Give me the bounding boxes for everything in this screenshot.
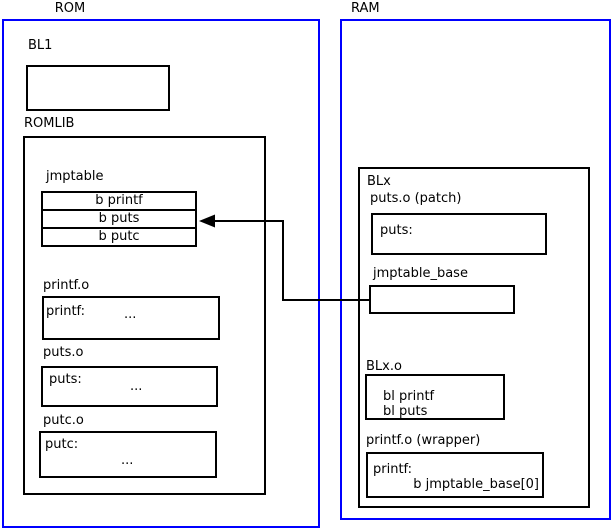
romlib-label: ROMLIB [24, 116, 75, 131]
printf-symbol: printf: [46, 304, 86, 319]
printf-wrapper-box: printf: b jmptable_base[0] [366, 452, 544, 498]
putc-symbol: putc: [45, 437, 79, 452]
romlib-box: jmptable b printf b puts b putc printf.o… [23, 136, 266, 495]
jmptable-label: jmptable [46, 169, 104, 184]
jmptable-entry-printf: b printf [41, 191, 197, 211]
rom-region-label: ROM [54, 1, 86, 16]
printf-wrapper-label: printf.o (wrapper) [366, 433, 481, 448]
puts-patch-label: puts.o (patch) [370, 191, 462, 206]
bl1-label: BL1 [28, 38, 53, 53]
jmptable: b printf b puts b putc [41, 191, 197, 247]
printf-wrapper-instruction: b jmptable_base[0] [413, 477, 539, 492]
putc-o-label: putc.o [43, 413, 84, 428]
printf-o-label: printf.o [43, 278, 90, 293]
blx-box: BLx puts.o (patch) puts: jmptable_base B… [358, 167, 590, 508]
printf-wrapper-symbol: printf: [373, 462, 413, 477]
blx-o-box: bl printf bl puts [365, 374, 505, 420]
jmptable-base-box [369, 285, 515, 314]
puts-o-box: puts: ... [41, 366, 218, 407]
bl1-box [26, 65, 170, 111]
putc-o-box: putc: ... [39, 431, 217, 478]
printf-body-dots: ... [124, 307, 137, 322]
blx-label: BLx [367, 174, 391, 189]
puts-patch-symbol: puts: [380, 223, 413, 238]
puts-patch-box: puts: [371, 213, 547, 255]
jmptable-entry-puts: b puts [41, 209, 197, 229]
puts-o-label: puts.o [43, 345, 84, 360]
puts-symbol: puts: [49, 372, 82, 387]
ram-region: BLx puts.o (patch) puts: jmptable_base B… [340, 19, 611, 520]
blx-o-label: BLx.o [366, 359, 402, 374]
blx-o-instruction-1: bl printf [383, 389, 435, 404]
jmptable-base-label: jmptable_base [373, 266, 468, 281]
puts-body-dots: ... [130, 379, 143, 394]
blx-o-instruction-2: bl puts [383, 404, 428, 419]
rom-region: BL1 ROMLIB jmptable b printf b puts b pu… [2, 19, 320, 528]
printf-o-box: printf: ... [42, 296, 220, 340]
putc-body-dots: ... [121, 453, 134, 468]
jmptable-entry-putc: b putc [41, 227, 197, 247]
ram-region-label: RAM [351, 1, 380, 16]
